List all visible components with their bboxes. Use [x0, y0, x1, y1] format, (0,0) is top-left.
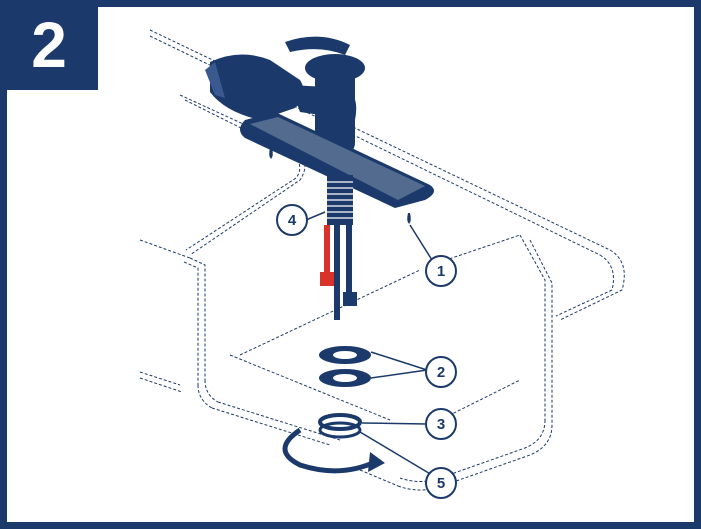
callout-4-label: 4 [288, 212, 297, 229]
callout-5-label: 5 [437, 475, 445, 492]
faucet-spray-head [205, 54, 304, 120]
mounting-nut [318, 413, 362, 439]
water-droplets [269, 148, 411, 224]
callout-3-label: 3 [437, 416, 445, 433]
supply-lines [320, 225, 357, 320]
callout-1: 1 [425, 255, 457, 287]
tighten-arrow [282, 427, 385, 474]
callout-2: 2 [425, 356, 457, 388]
callout-5: 5 [425, 467, 457, 499]
callout-leaders [305, 211, 433, 476]
step-number-badge: 2 [0, 0, 98, 90]
washers [319, 346, 371, 387]
threaded-shank [327, 175, 353, 225]
callout-2-label: 2 [437, 364, 445, 381]
step-number: 2 [31, 9, 67, 81]
callout-3: 3 [425, 408, 457, 440]
deck-plate [240, 112, 434, 208]
sink-outline [139, 29, 625, 491]
callout-1-label: 1 [437, 263, 445, 280]
callout-4: 4 [276, 204, 308, 236]
